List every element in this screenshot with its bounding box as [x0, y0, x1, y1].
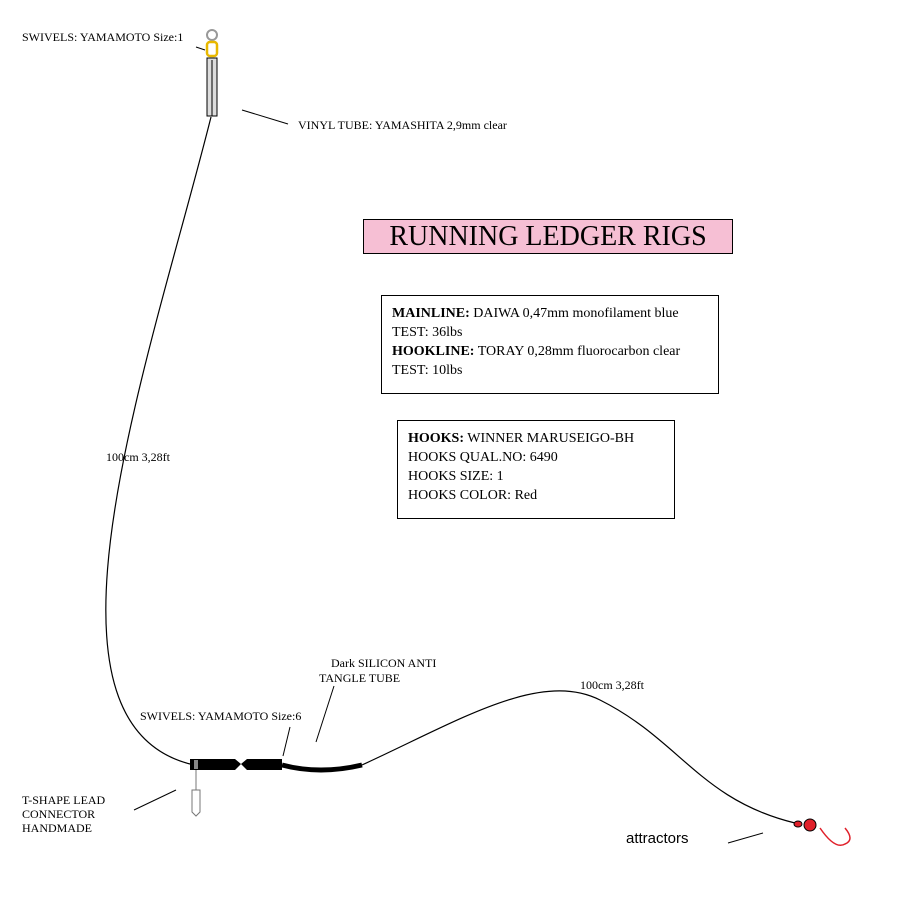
- hooks-qual: HOOKS QUAL.NO: 6490: [408, 450, 558, 465]
- hooks-size: HOOKS SIZE: 1: [408, 469, 504, 484]
- vinyl-pointer: [241, 109, 289, 125]
- lower-swivel-label: SWIVELS: YAMAMOTO Size:6: [140, 709, 302, 723]
- hookline-length-label: 100cm 3,28ft: [580, 678, 644, 692]
- hook-icon: [819, 827, 851, 846]
- hookline-key: HOOKLINE:: [392, 344, 475, 359]
- diagram-title: RUNNING LEDGER RIGS: [363, 219, 733, 254]
- lead-connector-label-3: HANDMADE: [22, 821, 92, 835]
- hooks-key: HOOKS:: [408, 431, 465, 446]
- mainline-test: TEST: 36lbs: [392, 325, 463, 340]
- silicon-tube-label-2: TANGLE TUBE: [319, 671, 401, 685]
- hooks-spec-box: HOOKS: WINNER MARUSEIGO-BH HOOKS QUAL.NO…: [397, 420, 675, 519]
- hooks-color: HOOKS COLOR: Red: [408, 488, 538, 503]
- top-swivel-ring-icon: [206, 29, 218, 41]
- mainline-length-label: 100cm 3,28ft: [106, 450, 170, 464]
- silicon-tube: [281, 762, 363, 773]
- mainline-key: MAINLINE:: [392, 306, 470, 321]
- hookline-test: TEST: 10lbs: [392, 363, 463, 378]
- t-shape-lead-connector-icon: [191, 770, 201, 817]
- mainline-value: DAIWA 0,47mm monofilament blue: [469, 306, 679, 321]
- top-swivel-icon: [205, 40, 219, 58]
- lead-body: [190, 759, 235, 770]
- hookline: [361, 690, 796, 824]
- vinyl-tube-label: VINYL TUBE: YAMASHITA 2,9mm clear: [298, 118, 507, 132]
- swivel-pointer: [195, 46, 206, 51]
- lead-connector-label-2: CONNECTOR: [22, 807, 96, 821]
- silicon-tube-label-1: Dark SILICON ANTI: [331, 656, 437, 670]
- attractor-bead-large: [803, 818, 817, 832]
- hookline-value: TORAY 0,28mm fluorocarbon clear: [474, 344, 681, 359]
- line-spec-box: MAINLINE: DAIWA 0,47mm monofilament blue…: [381, 295, 719, 394]
- mainline: [105, 116, 212, 765]
- hooks-value: WINNER MARUSEIGO-BH: [464, 431, 635, 446]
- attractors-label: attractors: [626, 830, 689, 847]
- attractor-bead-small: [793, 820, 803, 828]
- lead-connector-label-1: T-SHAPE LEAD: [22, 793, 106, 807]
- top-swivel-label: SWIVELS: YAMAMOTO Size:1: [22, 30, 184, 44]
